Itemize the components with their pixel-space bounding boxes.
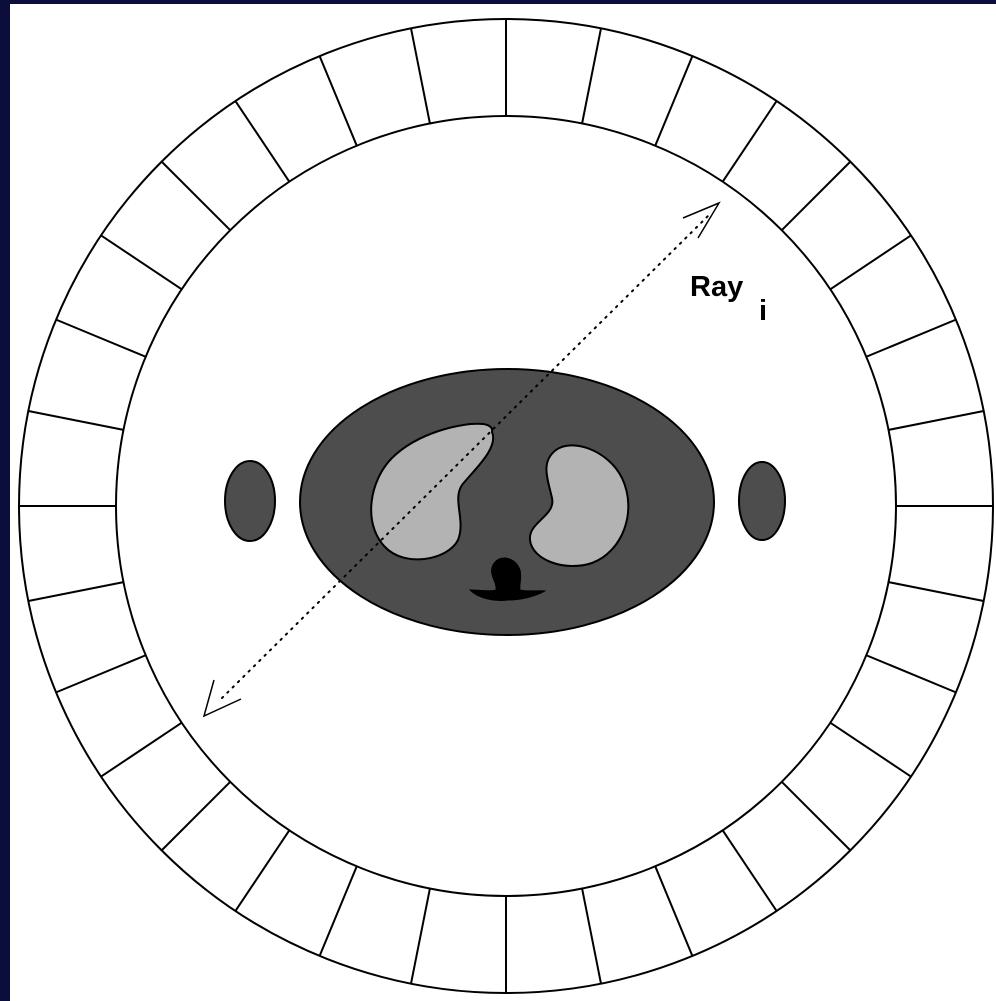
detector-divider <box>655 56 692 146</box>
detector-divider <box>320 866 357 956</box>
left-arm <box>225 461 275 541</box>
detector-divider <box>723 101 777 182</box>
detector-divider <box>782 782 851 851</box>
detector-divider <box>782 162 851 231</box>
detector-divider <box>866 655 956 692</box>
detector-divider <box>101 723 182 777</box>
detector-divider <box>866 320 956 357</box>
detector-divider <box>889 411 984 430</box>
detector-divider <box>235 830 289 911</box>
detector-divider <box>830 723 911 777</box>
right-arm <box>739 462 785 540</box>
detector-divider <box>582 889 601 984</box>
detector-divider <box>889 582 984 601</box>
detector-divider <box>56 320 146 357</box>
detector-divider <box>28 411 123 430</box>
detector-divider <box>162 162 231 231</box>
detector-divider <box>723 830 777 911</box>
detector-divider <box>320 56 357 146</box>
detector-divider <box>830 235 911 289</box>
detector-divider <box>162 782 231 851</box>
detector-divider <box>28 582 123 601</box>
ray-label-subscript: i <box>759 295 767 327</box>
ray-label: Ray <box>690 271 743 303</box>
detector-divider <box>235 101 289 182</box>
detector-divider <box>655 866 692 956</box>
ray-arrowhead-top <box>683 203 719 238</box>
detector-divider <box>411 889 430 984</box>
detector-divider <box>101 235 182 289</box>
detector-divider <box>56 655 146 692</box>
detector-divider <box>411 28 430 123</box>
detector-divider <box>582 28 601 123</box>
